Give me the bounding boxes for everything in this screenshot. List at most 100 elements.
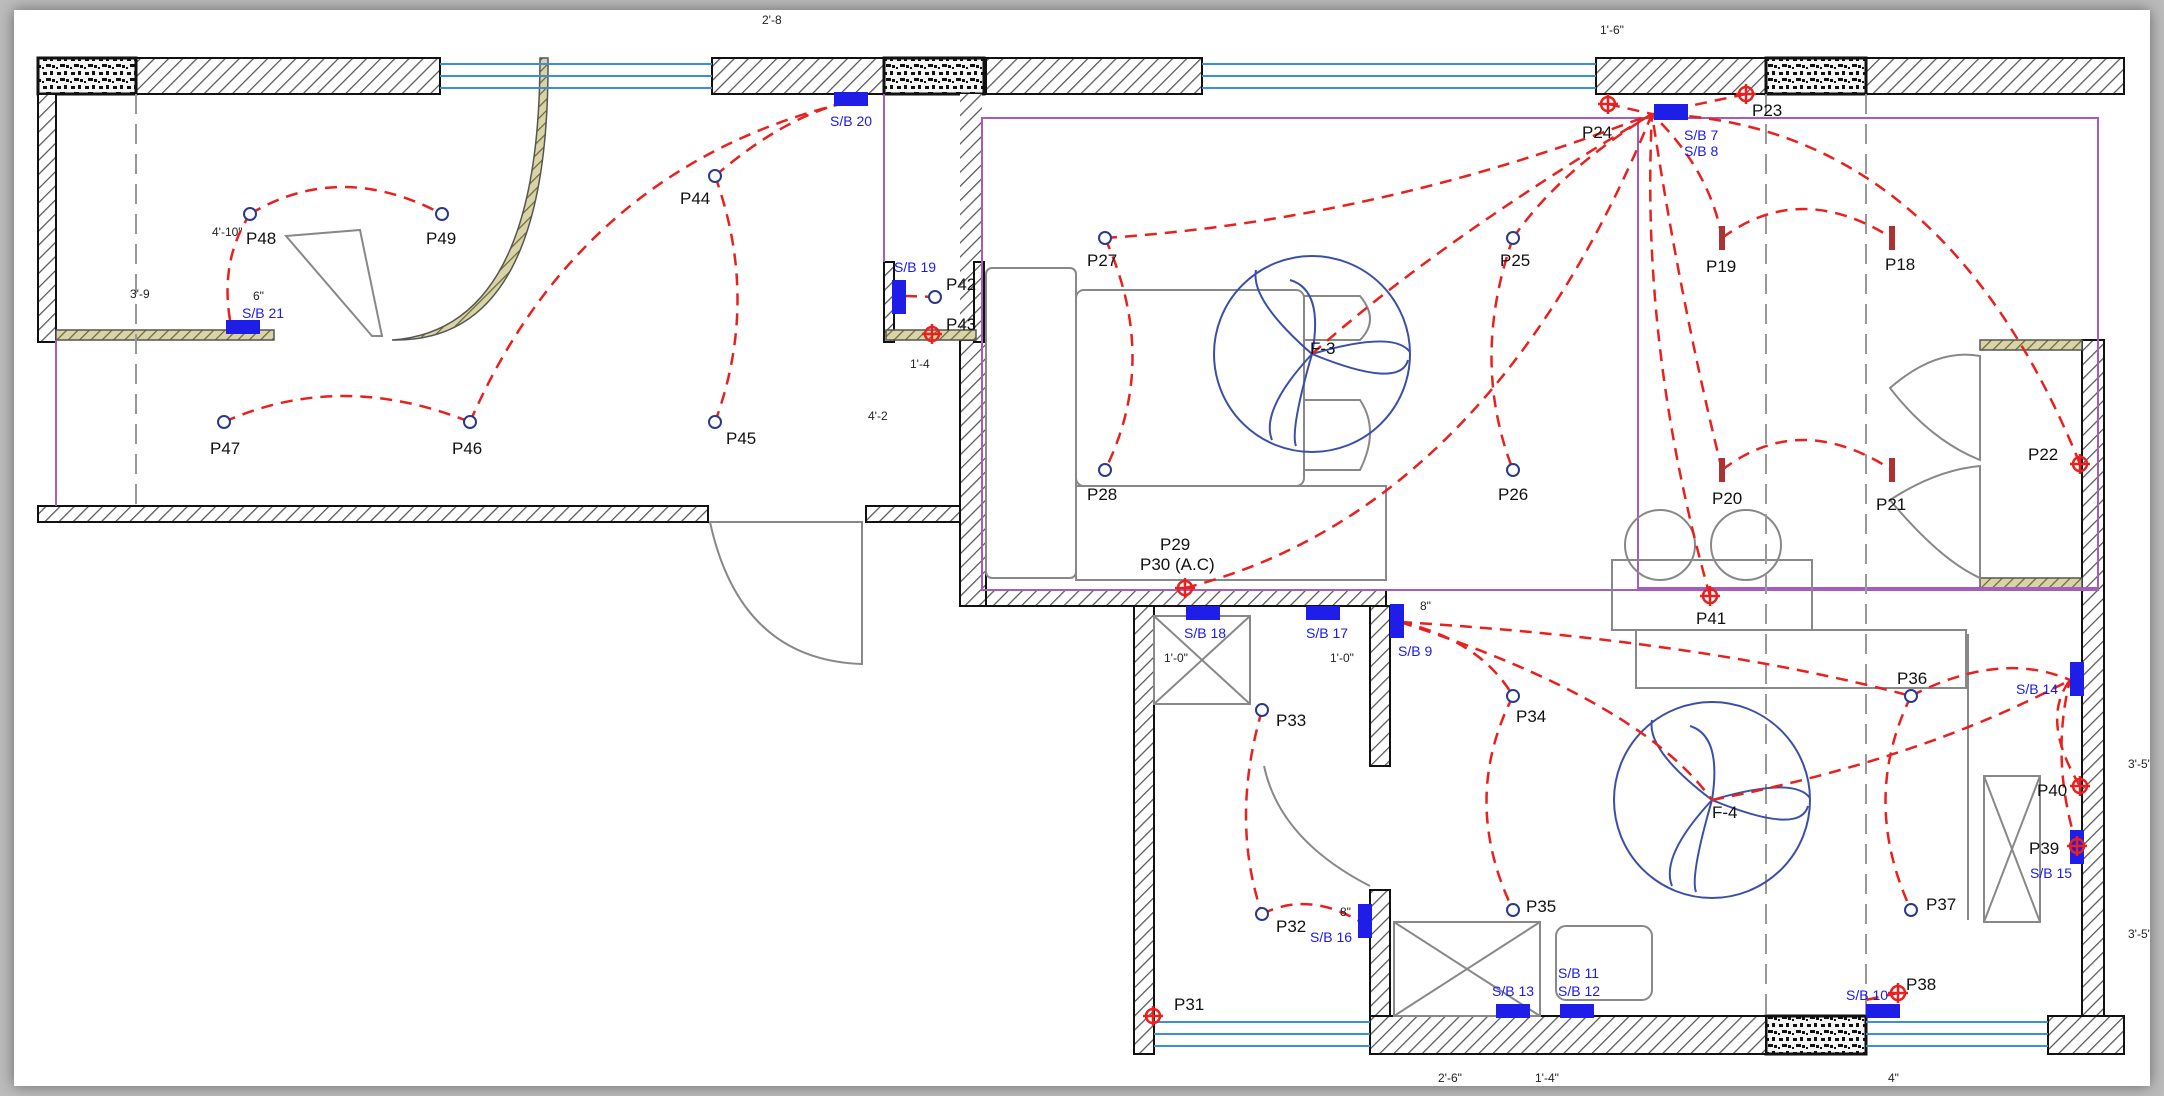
- point-label-16: P34: [1516, 707, 1546, 726]
- switchboard-label-1: S/B 7: [1684, 127, 1718, 143]
- point-label-21: P39: [2029, 839, 2059, 858]
- point-label-29: P47: [210, 439, 240, 458]
- point-label-11: P29: [1160, 535, 1190, 554]
- dimension-label-13: 2'-6": [1438, 1071, 1462, 1085]
- point-p36: [1904, 689, 1918, 703]
- dimension-label-15: 4": [1888, 1071, 1899, 1085]
- point-p43: [922, 324, 942, 344]
- point-label-8: P26: [1498, 485, 1528, 504]
- point-label-26: P44: [680, 189, 710, 208]
- dimension-label-2: 4'-10": [212, 225, 243, 239]
- point-p37: [1904, 903, 1918, 917]
- point-p35: [1506, 903, 1520, 917]
- point-label-10: P28: [1087, 485, 1117, 504]
- point-label-3: P21: [1876, 495, 1906, 514]
- switchboard-label-12: S/B 11: [1558, 965, 1599, 981]
- fan-label-0: F-3: [1310, 339, 1336, 358]
- point-p42: [928, 290, 942, 304]
- point-p20: [1719, 458, 1725, 482]
- dimension-label-4: 6": [253, 289, 264, 303]
- dimension-label-1: 1'-6": [1600, 23, 1624, 37]
- point-label-14: P32: [1276, 917, 1306, 936]
- switchboard-label-14: S/B 10: [1846, 987, 1888, 1003]
- point-p19: [1719, 226, 1725, 250]
- dimension-label-9: 1'-0": [1330, 651, 1354, 665]
- point-label-4: P22: [2028, 445, 2058, 464]
- switchboard-label-10: S/B 16: [1310, 929, 1352, 945]
- point-label-13: P31: [1174, 995, 1204, 1014]
- point-label-22: P40: [2037, 781, 2067, 800]
- fan-label-1: F-4: [1712, 803, 1738, 822]
- point-p28: [1098, 463, 1112, 477]
- ceiling-fans: [1213, 255, 1811, 899]
- point-p41: [1700, 586, 1720, 606]
- point-p40: [2070, 776, 2090, 796]
- furniture: [283, 228, 2041, 1017]
- point-p18: [1889, 226, 1895, 250]
- switchboard-label-3: S/B 19: [894, 259, 936, 275]
- dimension-label-5: 1'-4: [910, 357, 930, 371]
- fan-labels: F-3F-4: [1310, 339, 1738, 822]
- point-label-7: P25: [1500, 251, 1530, 270]
- floor-plan: P18P19P20P21P22P23P24P25P26P27P28P29P30 …: [36, 13, 2150, 1085]
- dimension-label-11: 3'-5": [2128, 757, 2150, 771]
- point-label-24: P42: [946, 275, 976, 294]
- point-label-31: P49: [426, 229, 456, 248]
- point-label-25: P43: [946, 315, 976, 334]
- electrical-points: [217, 84, 2090, 1026]
- point-label-15: P33: [1276, 711, 1306, 730]
- point-p24: [1598, 94, 1618, 114]
- point-p47: [217, 415, 231, 429]
- point-p46: [463, 415, 477, 429]
- dimension-label-7: 8": [1420, 599, 1431, 613]
- switchboard-label-7: S/B 9: [1398, 643, 1432, 659]
- gridlines: [135, 94, 1867, 1016]
- fan-f3: [1213, 255, 1411, 453]
- point-label-9: P27: [1087, 251, 1117, 270]
- point-label-0: P18: [1885, 255, 1915, 274]
- room-outlines: [55, 94, 2099, 591]
- point-label-1: P19: [1706, 257, 1736, 276]
- point-p32: [1255, 907, 1269, 921]
- point-p27: [1098, 231, 1112, 245]
- point-label-18: P36: [1897, 669, 1927, 688]
- point-label-30: P48: [246, 229, 276, 248]
- point-p22: [2070, 454, 2090, 474]
- point-p30: [1175, 578, 1195, 598]
- point-label-5: P23: [1752, 101, 1782, 120]
- dimension-label-3: 3'-9: [130, 287, 150, 301]
- point-p26: [1506, 463, 1520, 477]
- switchboard-label-4: S/B 21: [242, 305, 284, 321]
- point-p31: [1143, 1006, 1163, 1026]
- point-label-27: P45: [726, 429, 756, 448]
- point-label-12: P30 (A.C): [1140, 555, 1215, 574]
- point-p33: [1255, 703, 1269, 717]
- point-label-20: P38: [1906, 975, 1936, 994]
- dimension-label-12: 3'-5": [2128, 927, 2150, 941]
- windows: [440, 63, 2048, 1047]
- point-label-19: P37: [1926, 895, 1956, 914]
- point-label-2: P20: [1712, 489, 1742, 508]
- switchboard-label-0: S/B 20: [830, 113, 872, 129]
- switchboard-label-9: S/B 15: [2030, 865, 2072, 881]
- point-p34: [1506, 689, 1520, 703]
- point-p39: [2067, 836, 2087, 856]
- switchboard-label-13: S/B 12: [1558, 983, 1600, 999]
- switchboard-label-5: S/B 18: [1184, 625, 1226, 641]
- point-p48: [243, 207, 257, 221]
- point-p25: [1506, 231, 1520, 245]
- point-p49: [435, 207, 449, 221]
- point-p45: [708, 415, 722, 429]
- dimension-label-10: 8": [1340, 905, 1351, 919]
- point-label-23: P41: [1696, 609, 1726, 628]
- dimension-label-8: 1'-0": [1164, 651, 1188, 665]
- wiring: [223, 92, 2082, 1002]
- switchboard-label-2: S/B 8: [1684, 143, 1718, 159]
- dimension-label-6: 4'-2: [868, 409, 888, 423]
- point-label-28: P46: [452, 439, 482, 458]
